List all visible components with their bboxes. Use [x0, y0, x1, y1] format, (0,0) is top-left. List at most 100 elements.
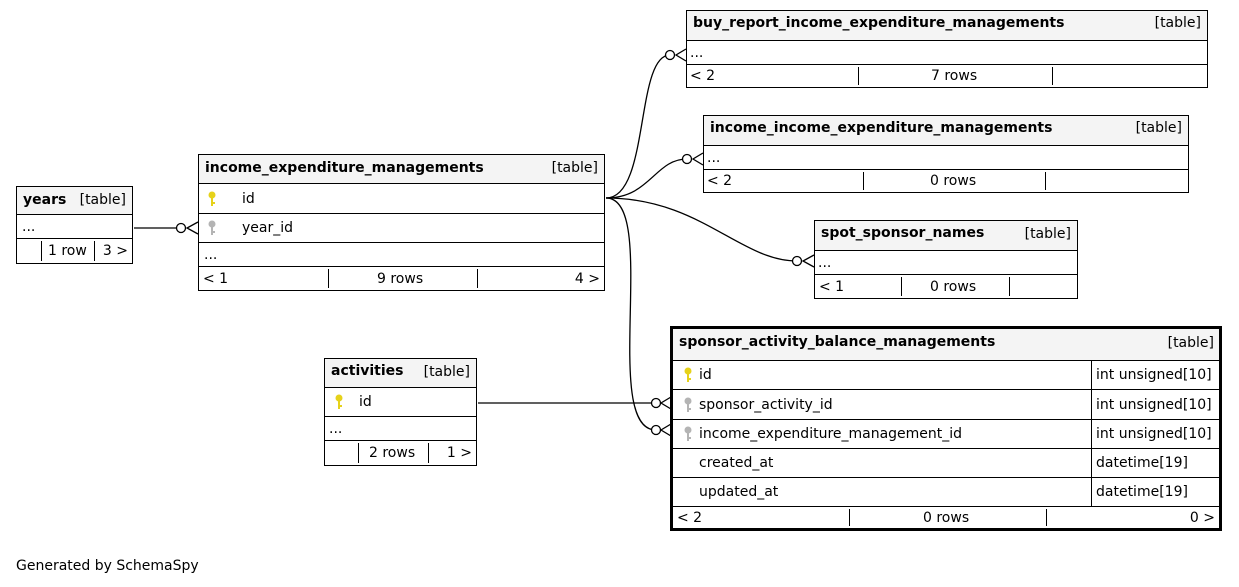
edge-iem-sabm — [605, 197, 657, 431]
table-spot-sponsor-names[interactable]: spot_sponsor_names [table] ... < 1 0 row… — [814, 220, 1078, 299]
table-kind: [table] — [1024, 226, 1071, 242]
footer-rows: 2 rows — [369, 445, 416, 461]
footer-left — [17, 239, 41, 263]
column-row-income-expenditure-management-id: income_expenditure_management_id int uns… — [673, 420, 1219, 449]
column-name: income_expenditure_management_id — [699, 426, 963, 442]
column-name: created_at — [699, 455, 774, 471]
column-type: int unsigned[10] — [1091, 420, 1219, 448]
column-type: int unsigned[10] — [1091, 390, 1219, 419]
primary-key-icon — [335, 394, 343, 409]
column-type: datetime[19] — [1091, 449, 1219, 477]
column-name: id — [359, 394, 372, 410]
footer-rows: 1 row — [48, 243, 87, 259]
primary-key-icon — [208, 191, 216, 206]
table-kind: [table] — [1167, 335, 1214, 351]
table-header: buy_report_income_expenditure_management… — [687, 11, 1207, 41]
column-name: id — [699, 367, 712, 383]
ellipsis-text: ... — [22, 218, 36, 235]
column-name: updated_at — [699, 484, 779, 500]
table-income-expenditure-managements[interactable]: income_expenditure_managements [table] i… — [198, 154, 605, 291]
footer-rows: 9 rows — [377, 270, 424, 287]
table-footer: 2 rows 1 > — [325, 441, 476, 465]
generated-by-label: Generated by SchemaSpy — [16, 558, 199, 574]
column-row-updated-at: updated_at datetime[19] — [673, 478, 1219, 507]
table-years[interactable]: years [table] ... 1 row 3 > — [16, 186, 133, 264]
footer-right — [1010, 275, 1077, 298]
table-header: spot_sponsor_names [table] — [815, 221, 1077, 251]
ellipsis-row: ... — [704, 146, 1188, 170]
footer-rows: 0 rows — [923, 509, 970, 526]
table-name: income_expenditure_managements — [205, 160, 484, 176]
footer-right: 3 > — [102, 243, 128, 259]
column-row-id: id — [325, 388, 476, 417]
column-row-id: id — [199, 184, 604, 214]
table-header: income_expenditure_managements [table] — [199, 155, 604, 184]
footer-right: 0 > — [1189, 509, 1215, 526]
table-activities[interactable]: activities [table] id ... 2 rows 1 > — [324, 358, 477, 466]
footer-left: < 2 — [677, 509, 703, 526]
table-footer: < 2 7 rows — [687, 65, 1207, 87]
table-footer: < 2 0 rows 0 > — [673, 507, 1219, 528]
column-row-id: id int unsigned[10] — [673, 361, 1219, 390]
table-kind: [table] — [423, 364, 470, 380]
column-name: year_id — [242, 220, 294, 236]
ellipsis-row: ... — [199, 243, 604, 267]
table-kind: [table] — [1135, 120, 1182, 136]
primary-key-icon — [684, 367, 692, 382]
edge-iem-buy — [605, 54, 671, 199]
footer-left: < 2 — [707, 173, 733, 189]
footer-right — [1053, 65, 1207, 87]
footer-right: 4 > — [574, 270, 600, 287]
column-name: sponsor_activity_id — [699, 396, 833, 413]
table-buy-report-income-expenditure-managements[interactable]: buy_report_income_expenditure_management… — [686, 10, 1208, 88]
table-header: years [table] — [17, 187, 132, 215]
ellipsis-text: ... — [818, 254, 832, 271]
column-type: datetime[19] — [1091, 478, 1219, 506]
table-name: spot_sponsor_names — [821, 225, 985, 241]
table-header: activities [table] — [325, 359, 476, 388]
ellipsis-row: ... — [687, 41, 1207, 65]
foreign-key-icon — [684, 426, 692, 441]
table-income-income-expenditure-managements[interactable]: income_income_expenditure_managements [t… — [703, 115, 1189, 193]
table-kind: [table] — [1154, 15, 1201, 31]
footer-rows: 0 rows — [930, 173, 977, 189]
footer-left: < 1 — [819, 278, 845, 295]
table-name: years — [23, 192, 67, 208]
table-name: sponsor_activity_balance_managements — [679, 334, 996, 350]
table-footer: 1 row 3 > — [17, 239, 132, 263]
table-name: buy_report_income_expenditure_management… — [693, 15, 1065, 31]
ellipsis-row: ... — [325, 417, 476, 441]
column-row-created-at: created_at datetime[19] — [673, 449, 1219, 478]
ellipsis-text: ... — [204, 246, 218, 263]
footer-left: < 2 — [690, 68, 716, 84]
table-kind: [table] — [551, 160, 598, 176]
foreign-key-icon — [208, 220, 216, 235]
column-row-sponsor-activity-id: sponsor_activity_id int unsigned[10] — [673, 390, 1219, 420]
edge-iem-inc — [605, 158, 688, 199]
footer-right: 1 > — [446, 445, 472, 461]
table-footer: < 1 9 rows 4 > — [199, 267, 604, 290]
column-name: id — [242, 190, 255, 207]
footer-right — [1046, 170, 1188, 192]
ellipsis-text: ... — [690, 44, 704, 61]
column-row-year-id: year_id — [199, 214, 604, 243]
foreign-key-icon — [684, 397, 692, 412]
table-footer: < 1 0 rows — [815, 275, 1077, 298]
table-name: income_income_expenditure_managements — [710, 120, 1053, 136]
table-header: sponsor_activity_balance_managements [ta… — [673, 329, 1219, 361]
table-name: activities — [331, 363, 404, 379]
edge-iem-spot — [605, 197, 798, 262]
ellipsis-text: ... — [707, 149, 721, 166]
ellipsis-text: ... — [329, 420, 343, 437]
footer-left: < 1 — [203, 270, 229, 287]
table-header: income_income_expenditure_managements [t… — [704, 116, 1188, 146]
ellipsis-row: ... — [815, 251, 1077, 275]
column-type: int unsigned[10] — [1091, 361, 1219, 389]
table-kind: [table] — [79, 192, 126, 208]
footer-left — [325, 441, 358, 465]
footer-rows: 0 rows — [930, 278, 977, 295]
ellipsis-row: ... — [17, 215, 132, 239]
footer-rows: 7 rows — [931, 68, 978, 84]
table-sponsor-activity-balance-managements[interactable]: sponsor_activity_balance_managements [ta… — [670, 326, 1222, 531]
